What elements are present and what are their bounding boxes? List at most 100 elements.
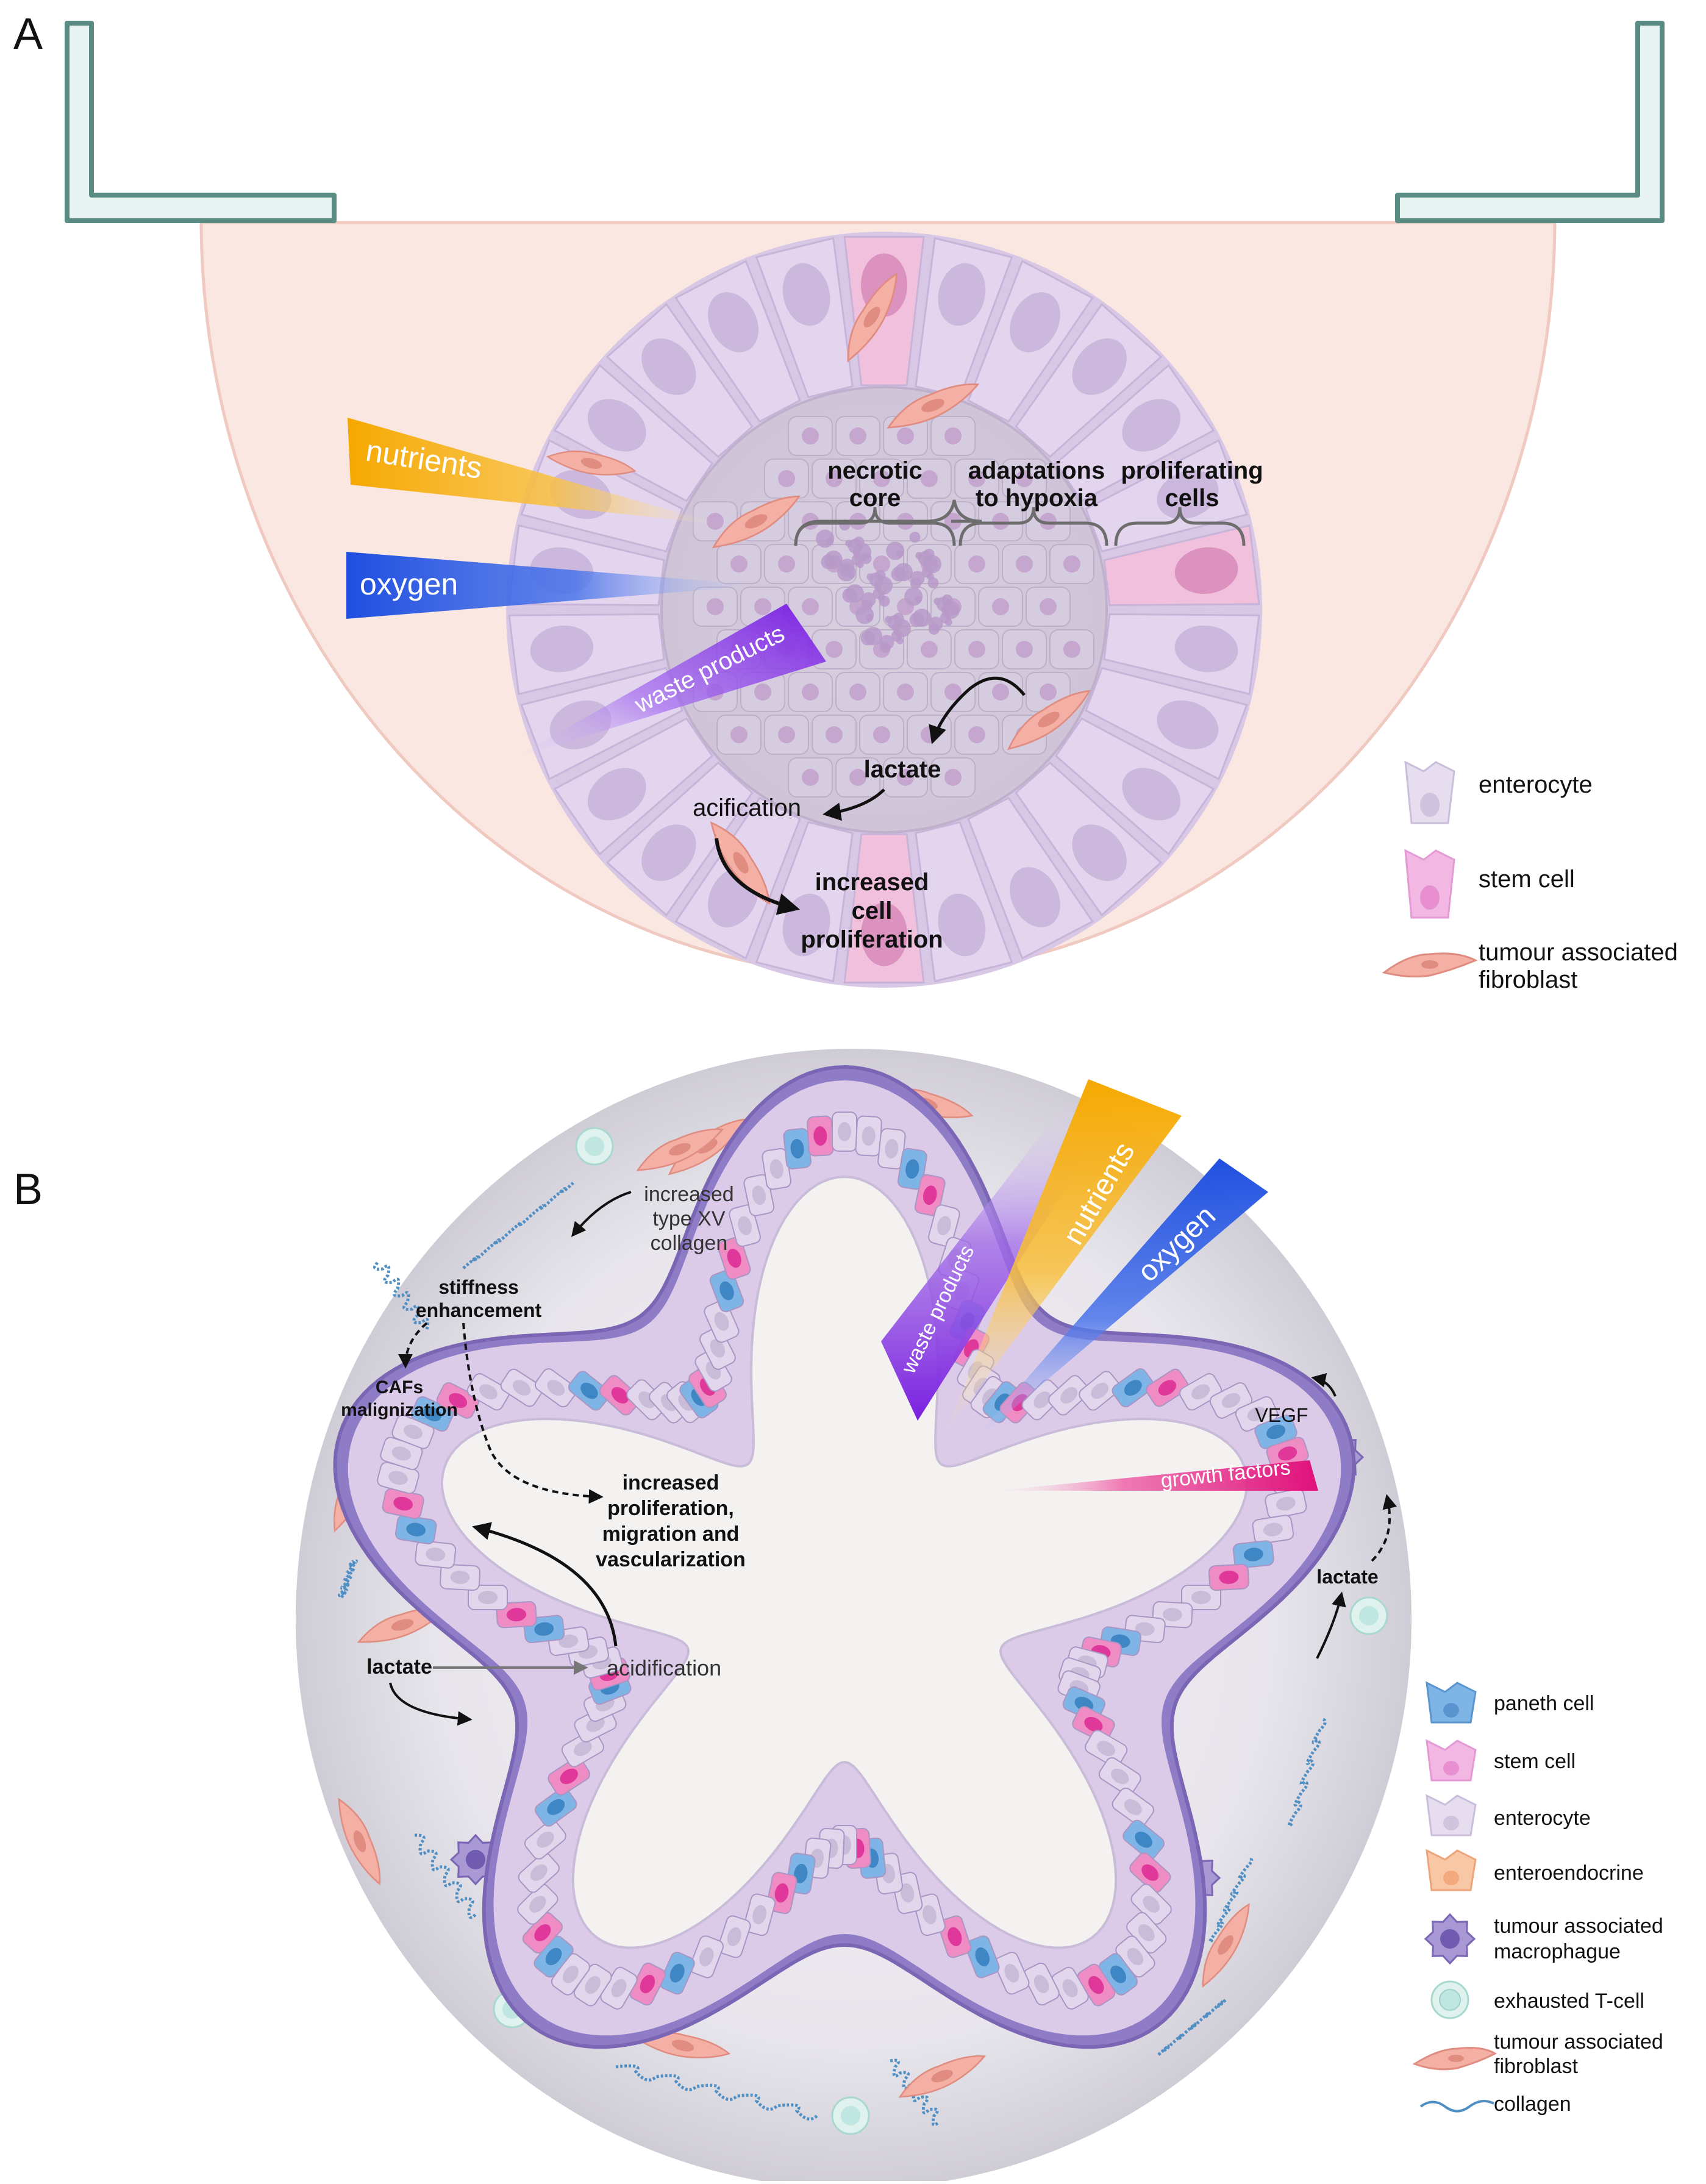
necrotic-fragment <box>842 588 857 603</box>
panel-b: B waste products nutrients oxygen growth… <box>13 1049 1663 2184</box>
core-cell-nucleus <box>944 427 962 444</box>
epithelial-nucleus <box>1191 1591 1211 1604</box>
exhausted-t-cell <box>575 1127 614 1166</box>
legend-a-fibroblast-label-line1: tumour associated <box>1479 939 1678 966</box>
epithelial-nucleus <box>669 1963 685 1983</box>
collagen-fibre <box>414 1833 477 1919</box>
fibroblast-nucleus <box>1218 1935 1233 1955</box>
epithelial-nucleus <box>1141 1864 1159 1881</box>
necrotic-fragment <box>837 563 856 582</box>
necrotic-fragment <box>927 577 939 589</box>
necrotic-fragment <box>874 569 886 581</box>
epithelial-nucleus <box>1247 1407 1266 1421</box>
fibroblast-nucleus <box>733 852 749 874</box>
necrotic-fragment <box>861 599 873 611</box>
legend-a-enterocyte-label: enterocyte <box>1479 771 1593 798</box>
epithelial-cells <box>377 1112 1312 2010</box>
epithelial-nucleus <box>534 1622 554 1636</box>
epithelial-nucleus <box>1266 1424 1286 1440</box>
cell-nucleus <box>1010 292 1060 352</box>
cell-nucleus <box>1122 768 1181 821</box>
epithelial-nucleus <box>1219 1570 1239 1584</box>
cell-nucleus <box>587 768 646 821</box>
epithelial-nucleus <box>923 1185 937 1205</box>
epithelial-nucleus <box>738 1216 752 1235</box>
necrotic-fragment <box>923 548 935 560</box>
zone-bracket <box>958 507 1108 546</box>
core-cell-nucleus <box>992 683 1009 701</box>
cell-nucleus <box>587 399 646 452</box>
collagen-annotation-line1: increased <box>644 1183 733 1206</box>
necrotic-core-label-line1: necrotic <box>827 457 923 484</box>
panel-b-label: B <box>13 1165 43 1214</box>
epithelial-nucleus <box>529 1896 546 1913</box>
collagen-arrow <box>571 1191 632 1237</box>
core-cell-nucleus <box>778 726 795 743</box>
necrotic-fragment <box>886 541 905 560</box>
necrotic-fragment <box>923 555 941 574</box>
fibroblast-nucleus <box>391 1619 414 1631</box>
core-cell-nucleus <box>968 641 985 658</box>
legend-b-enterocyte-label: enterocyte <box>1494 1807 1591 1830</box>
epithelial-nucleus <box>1158 1380 1177 1396</box>
epithelial-nucleus <box>580 1382 598 1399</box>
legend-b-enterocyte-icon <box>1426 1794 1477 1836</box>
epithelial-nucleus <box>1278 1446 1297 1461</box>
epithelial-nucleus <box>1138 1924 1155 1941</box>
cell-nucleus <box>938 893 986 957</box>
cafs-line2: malignization <box>341 1400 458 1420</box>
lactate-arrow <box>929 676 1026 744</box>
core-cell-nucleus <box>707 598 724 615</box>
epithelial-nucleus <box>1110 1965 1127 1983</box>
core-cell-nucleus <box>897 769 914 786</box>
cell-nucleus <box>1122 399 1181 452</box>
lactate-left-arrow <box>389 1682 473 1726</box>
epithelial-nucleus <box>393 1496 413 1511</box>
core-cell-nucleus <box>754 683 771 701</box>
epithelial-nucleus <box>388 1471 408 1485</box>
legend-b-enteroendocrine-icon <box>1426 1849 1477 1891</box>
core-cell-nucleus <box>992 598 1009 615</box>
zone-brackets <box>794 507 1246 546</box>
cafs-line1: CAFs <box>376 1377 423 1397</box>
collagen-fibre <box>890 2058 940 2127</box>
core-cell-nucleus <box>826 470 843 487</box>
epithelial-nucleus <box>479 1384 498 1400</box>
epithelial-nucleus <box>790 1139 804 1158</box>
epithelial-nucleus <box>586 1716 605 1732</box>
epithelial-nucleus <box>611 1386 629 1404</box>
epithelial-nucleus <box>534 1924 551 1941</box>
fibroblast-nucleus <box>697 1139 718 1154</box>
epithelial-nucleus <box>640 1974 655 1994</box>
necrotic-fragment <box>856 560 864 568</box>
epithelial-nucleus <box>1060 1386 1078 1404</box>
fibroblast <box>898 2055 987 2098</box>
core-cell-nucleus <box>1040 598 1057 615</box>
collagen-fibre <box>373 1261 430 1330</box>
necrotic-fragment <box>816 529 835 548</box>
epithelial-nucleus <box>448 1393 468 1408</box>
epithelial-nucleus <box>450 1570 470 1584</box>
proliferation-arrow <box>715 838 800 915</box>
core-cell-nucleus <box>730 555 748 573</box>
core-cell-nucleus <box>1040 513 1057 530</box>
core-cell-nucleus <box>992 513 1009 530</box>
necrotic-fragment <box>821 554 836 569</box>
epithelial-nucleus <box>1263 1522 1283 1536</box>
cell-nucleus <box>530 625 594 673</box>
fibroblast-nucleus <box>671 2039 694 2052</box>
macrophage-nucleus <box>466 1850 485 1869</box>
epithelial-nucleus <box>1091 1382 1108 1399</box>
necrotic-fragment <box>892 619 911 638</box>
epithelial-nucleus <box>530 1864 548 1881</box>
fibroblast-nucleus <box>921 399 944 412</box>
fibroblast <box>887 383 980 429</box>
core-cell-nucleus <box>1063 641 1080 658</box>
necrotic-fragment <box>909 532 921 543</box>
legend-b-enteroendocrine-label: enteroendocrine <box>1494 1861 1644 1885</box>
epithelial-nucleus <box>727 1927 741 1946</box>
epithelial-nucleus <box>710 1339 726 1358</box>
panel-a-label: A <box>13 10 43 59</box>
core-cell-nucleus <box>754 598 771 615</box>
